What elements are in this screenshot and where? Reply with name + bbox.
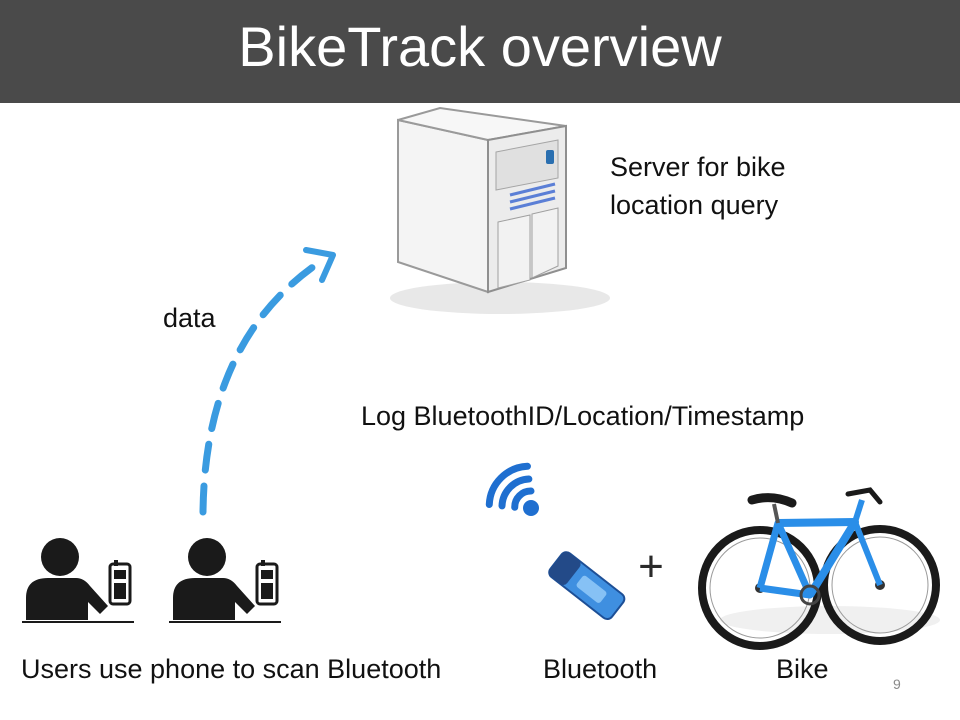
plus-sign: + <box>638 542 664 591</box>
bluetooth-caption: Bluetooth <box>543 654 658 684</box>
wifi-signal-icon <box>485 462 539 516</box>
person-phone-icon <box>169 538 281 623</box>
page-number: 9 <box>893 676 901 692</box>
users-caption: Users use phone to scan Bluetooth <box>21 654 442 684</box>
person-phone-icon <box>22 538 134 623</box>
bicycle-icon <box>698 487 940 650</box>
server-caption-line1: Server for bike <box>610 152 786 182</box>
data-caption: data <box>163 303 216 333</box>
server-icon <box>390 106 610 314</box>
server-caption: Server for bike location query <box>610 148 786 224</box>
dashed-arrow-icon <box>199 247 336 516</box>
bluetooth-dongle-icon <box>548 551 626 621</box>
title-bar <box>0 0 960 103</box>
bike-caption: Bike <box>776 654 829 684</box>
log-caption: Log BluetoothID/Location/Timestamp <box>361 401 805 431</box>
slide-title: BikeTrack overview <box>238 15 722 78</box>
server-caption-line2: location query <box>610 190 779 220</box>
